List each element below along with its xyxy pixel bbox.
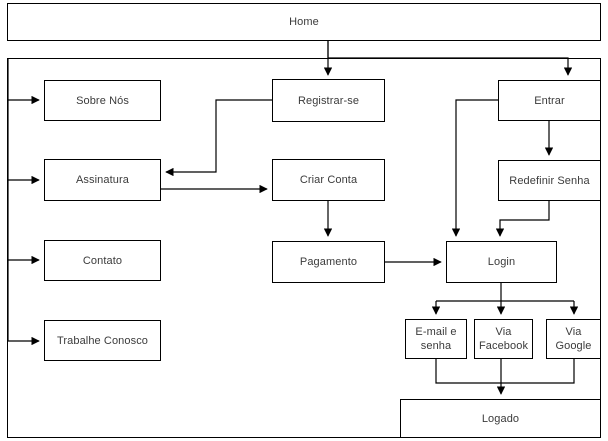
node-trabalhe-conosco-label: Trabalhe Conosco [56,334,149,347]
node-registrar-se[interactable]: Registrar-se [272,79,385,122]
node-via-google[interactable]: Via Google [546,319,601,359]
node-login[interactable]: Login [446,241,557,283]
node-logado[interactable]: Logado [400,399,601,438]
node-email-senha[interactable]: E-mail e senha [405,319,467,359]
node-pagamento-label: Pagamento [299,256,358,268]
node-entrar-label: Entrar [534,94,565,107]
node-via-facebook[interactable]: Via Facebook [474,319,533,359]
node-contato[interactable]: Contato [44,240,161,281]
node-sobre-nos-label: Sobre Nós [76,94,129,107]
node-redefinir-senha[interactable]: Redefinir Senha [498,160,601,201]
node-home-label: Home [289,16,319,28]
node-home[interactable]: Home [7,3,601,41]
node-sobre-nos[interactable]: Sobre Nós [44,80,161,121]
node-email-senha-label: E-mail e senha [415,326,457,352]
node-login-label: Login [487,256,516,268]
node-registrar-se-label: Registrar-se [297,94,360,107]
node-logado-label: Logado [481,412,520,425]
node-via-facebook-label: Via Facebook [478,326,529,352]
node-pagamento[interactable]: Pagamento [272,241,385,283]
node-assinatura[interactable]: Assinatura [44,159,161,201]
node-trabalhe-conosco[interactable]: Trabalhe Conosco [44,320,161,361]
node-contato-label: Contato [82,254,123,267]
node-redefinir-senha-label: Redefinir Senha [509,174,590,187]
node-assinatura-label: Assinatura [76,174,129,186]
node-criar-conta[interactable]: Criar Conta [272,159,385,201]
node-entrar[interactable]: Entrar [498,80,601,121]
node-via-google-label: Via Google [555,326,592,352]
node-criar-conta-label: Criar Conta [299,174,358,186]
